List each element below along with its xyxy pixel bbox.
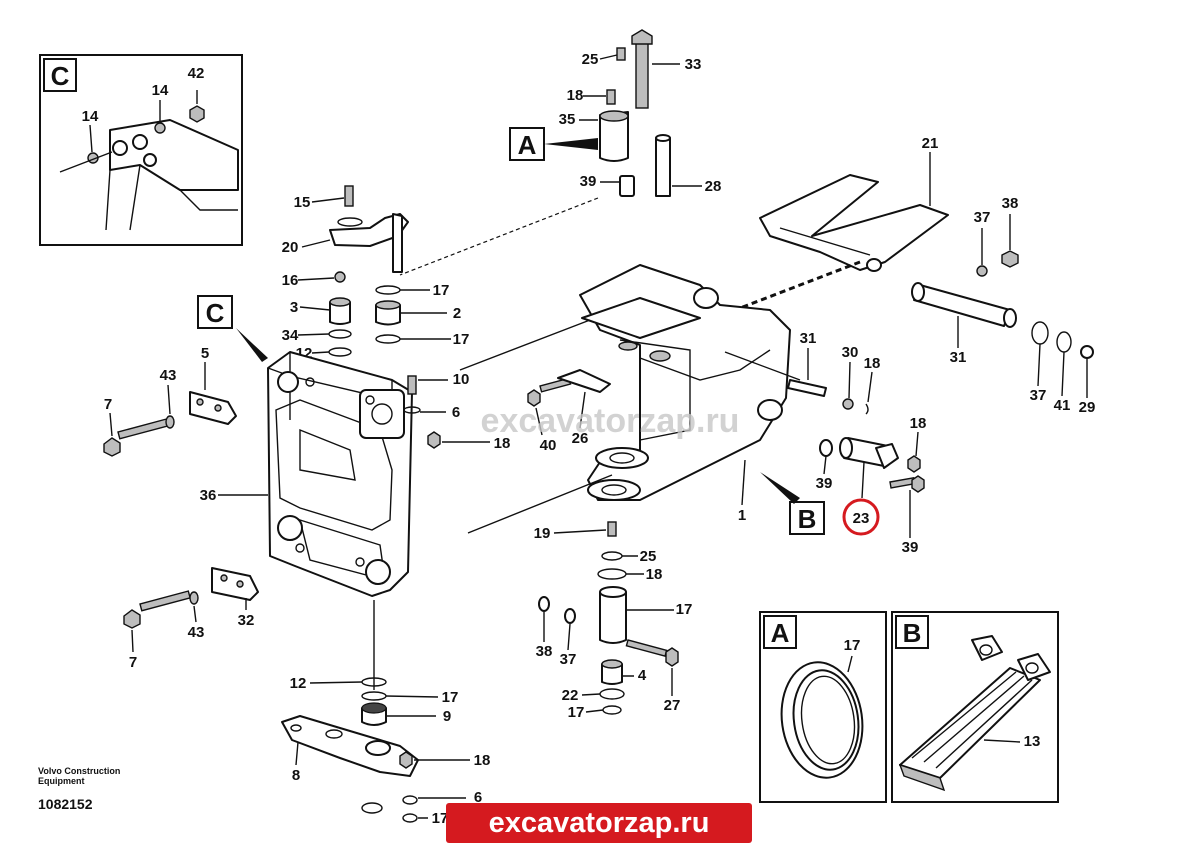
callout-6: 6 [474,789,482,806]
callout-10: 10 [453,371,470,388]
callout-41: 18 [864,355,881,372]
swing-bracket-19: 1 [459,264,791,534]
callout-1: 36 [200,487,217,504]
callout-3: 3 [290,299,298,316]
frame-fasteners: 10 6 18 [403,371,511,452]
drawing-info: Volvo Construction Equipment 1082152 [38,766,128,812]
detail-view-c: C 42 14 14 [39,54,243,246]
callout-38: 38 [1002,195,1019,212]
callout-36: 37 [1030,387,1047,404]
brand-name: Volvo Construction Equipment [38,766,121,786]
callout-12: 12 [290,675,307,692]
view-ref-a-label: A [518,130,537,160]
callout-43: 43 [188,624,205,641]
callout-15: 15 [294,194,311,211]
callout-30: 41 [1054,397,1071,414]
callout-27: 27 [664,697,681,714]
callout-21: 21 [922,135,939,152]
callout-17: 17 [844,637,861,654]
view-b-label: B [903,618,922,648]
view-ref-c: C [197,295,268,362]
plate-5-group: 5 43 7 [103,345,237,457]
callout-14: 14 [82,108,99,125]
callout-18: 19 [534,525,551,542]
pin-23-group: 18 18 39 39 23 [816,415,927,556]
lower-pin-stack: 19 25 18 17 38 37 4 27 22 17 [534,521,693,721]
callout-7: 7 [104,396,112,413]
watermark: excavatorzap.ru [481,402,740,440]
callout-2: 2 [453,305,461,322]
callout-17: 17 [442,689,459,706]
plate-32-group: 32 43 7 [123,567,259,671]
callout-17: 17 [568,704,585,721]
callout-7: 7 [129,654,137,671]
callout-43: 43 [160,367,177,384]
callout-22: 22 [562,687,579,704]
view-a-label: A [771,618,790,648]
view-ref-b-label: B [798,504,817,534]
pin-29-group: 37 38 31 37 41 29 [911,195,1096,416]
site-banner[interactable]: excavatorzap.ru [446,803,752,843]
callout-22: 18 [646,566,663,583]
left-stack: 15 20 16 17 3 2 34 17 12 [282,185,470,362]
drawing-number: 1082152 [38,796,93,812]
detail-view-b: B 13 [891,611,1059,803]
callout-37: 30 [842,344,859,361]
view-c-label: C [51,61,70,91]
callout-31: 31 [800,330,817,347]
callout-16: 16 [282,272,299,289]
callout-14: 14 [152,82,169,99]
callout-33: 33 [685,56,702,73]
callout-18: 29 [1079,399,1096,416]
highlight-circle [842,498,880,536]
callout-39: 39 [816,475,833,492]
upper-pin-stack: 25 33 18 35 39 28 [559,29,722,197]
callout-26: 26 [572,430,589,447]
callout-38: 38 [536,643,553,660]
callout-5: 5 [201,345,209,362]
callout-24: 17 [676,601,693,618]
callout-18: 18 [567,87,584,104]
leader-dashed [734,260,861,312]
callout-18: 18 [494,435,511,452]
view-ref-b: B [760,472,825,535]
callout-29: 31 [950,349,967,366]
view-ref-a: A [509,127,598,161]
callout-37: 37 [974,209,991,226]
callout-4: 4 [638,667,647,684]
callout-23-highlighted: 23 [853,510,870,527]
callout-37: 37 [560,651,577,668]
callout-17: 17 [432,810,449,827]
view-ref-c-label: C [206,298,225,328]
callout-25: 25 [582,51,599,68]
callout-17: 17 [453,331,470,348]
callout-17: 25 [640,548,657,565]
callout-40: 40 [540,437,557,454]
callout-20: 20 [282,239,299,256]
pin-31-group: 31 31 30 18 [724,330,881,415]
callout-19: 1 [738,507,746,524]
bottom-linkage: 12 17 9 8 18 6 17 [281,600,491,827]
callout-17: 17 [433,282,450,299]
main-frame-1: 36 [200,351,413,597]
callout-18: 18 [474,752,491,769]
callout-32: 32 [238,612,255,629]
callout-25: 39 [902,539,919,556]
callout-18: 18 [910,415,927,432]
leader-dashed-left [399,197,599,276]
callout-13: 13 [1024,733,1041,750]
detail-view-a: A 17 [759,611,887,803]
callout-28: 28 [705,178,722,195]
callout-9: 9 [443,708,451,725]
callout-6: 6 [452,404,460,421]
bolt-40-bracket-26: 40 26 [527,369,611,454]
callout-35: 35 [559,111,576,128]
callout-39: 39 [580,173,597,190]
callout-34: 34 [282,327,299,344]
callout-42: 42 [188,65,205,82]
bracket-21: 21 [759,135,949,272]
callout-8: 8 [292,767,300,784]
